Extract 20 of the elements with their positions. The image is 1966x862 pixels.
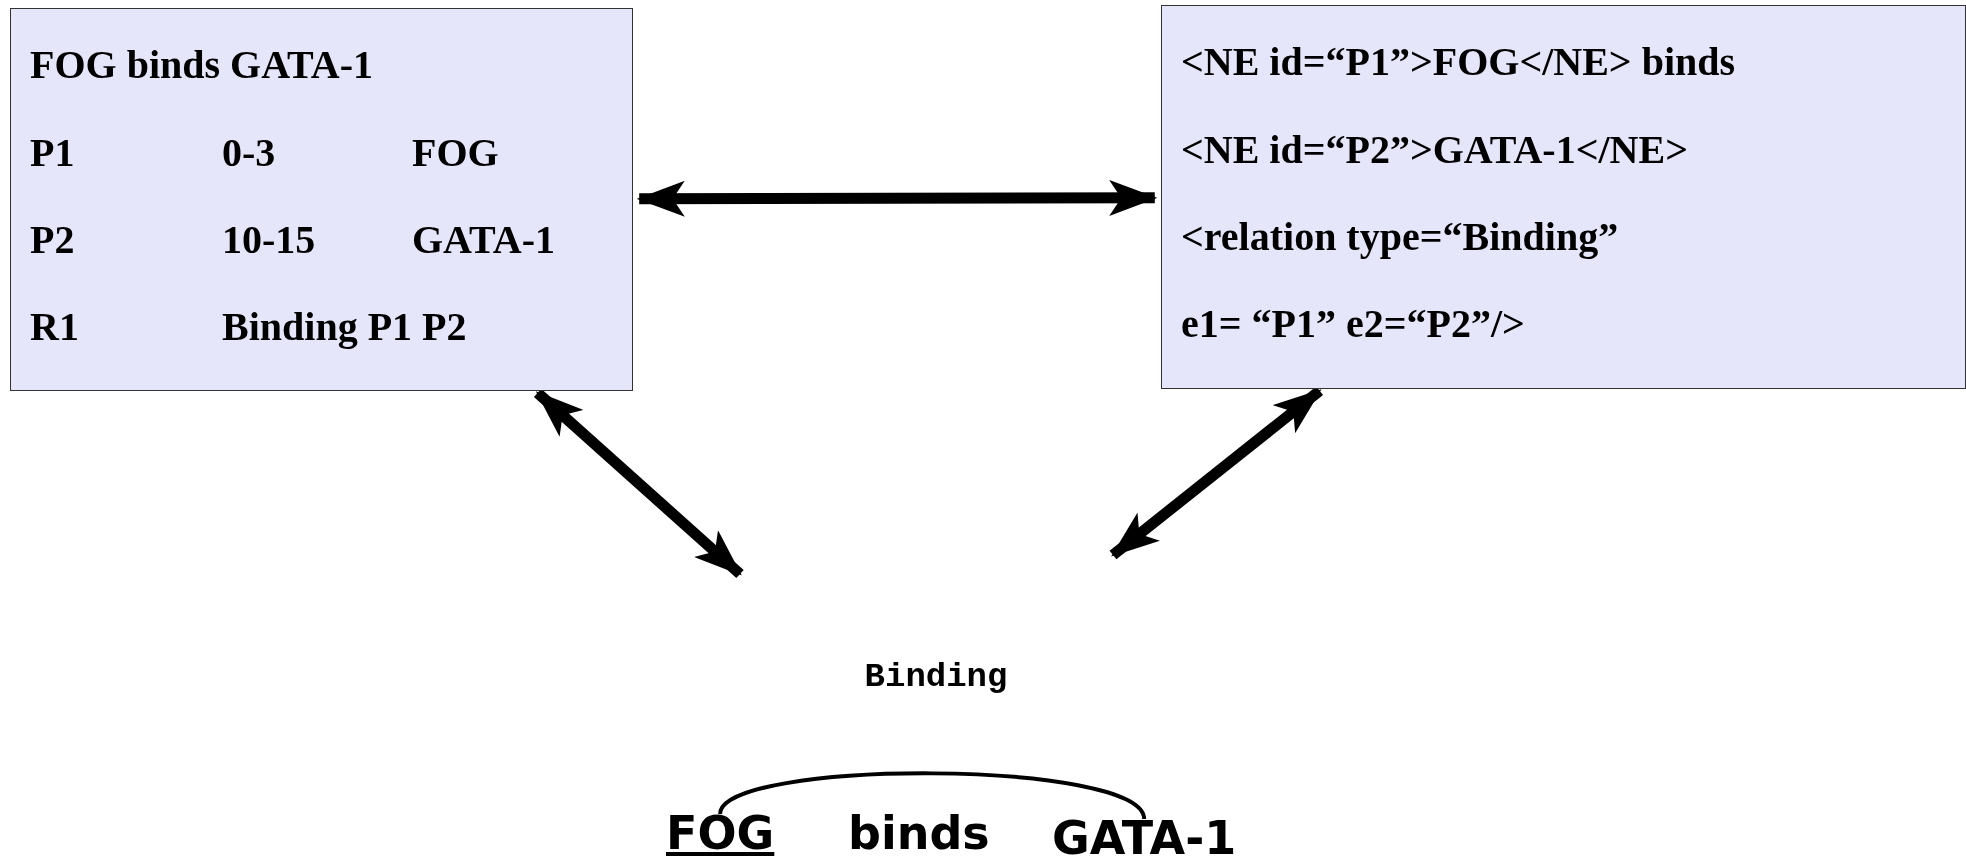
xml-line: e1= “P1” e2=“P2”/> [1181,304,1525,344]
span-offsets: 0-3 [222,133,276,173]
annotation-table-box [10,8,633,391]
row-id: P2 [30,220,75,260]
sentence-text: FOG binds GATA-1 [30,45,374,85]
xml-line: <relation type=“Binding” [1181,217,1619,257]
double-arrow [636,179,1158,217]
arc-line [718,771,1146,821]
entity-word: FOG [666,810,775,856]
xml-line: <NE id=“P1”>FOG</NE> binds [1181,42,1736,82]
verb-word: binds [848,810,990,856]
xml-markup-box [1161,5,1966,389]
span-offsets: 10-15 [222,220,316,260]
entity-text: GATA-1 [412,220,555,260]
relation-text: Binding P1 P2 [222,307,467,347]
row-id: R1 [30,307,79,347]
row-id: P1 [30,133,75,173]
entity-word: GATA-1 [1052,815,1237,861]
entity-text: FOG [412,133,499,173]
xml-line: <NE id=“P2”>GATA-1</NE> [1181,130,1688,170]
